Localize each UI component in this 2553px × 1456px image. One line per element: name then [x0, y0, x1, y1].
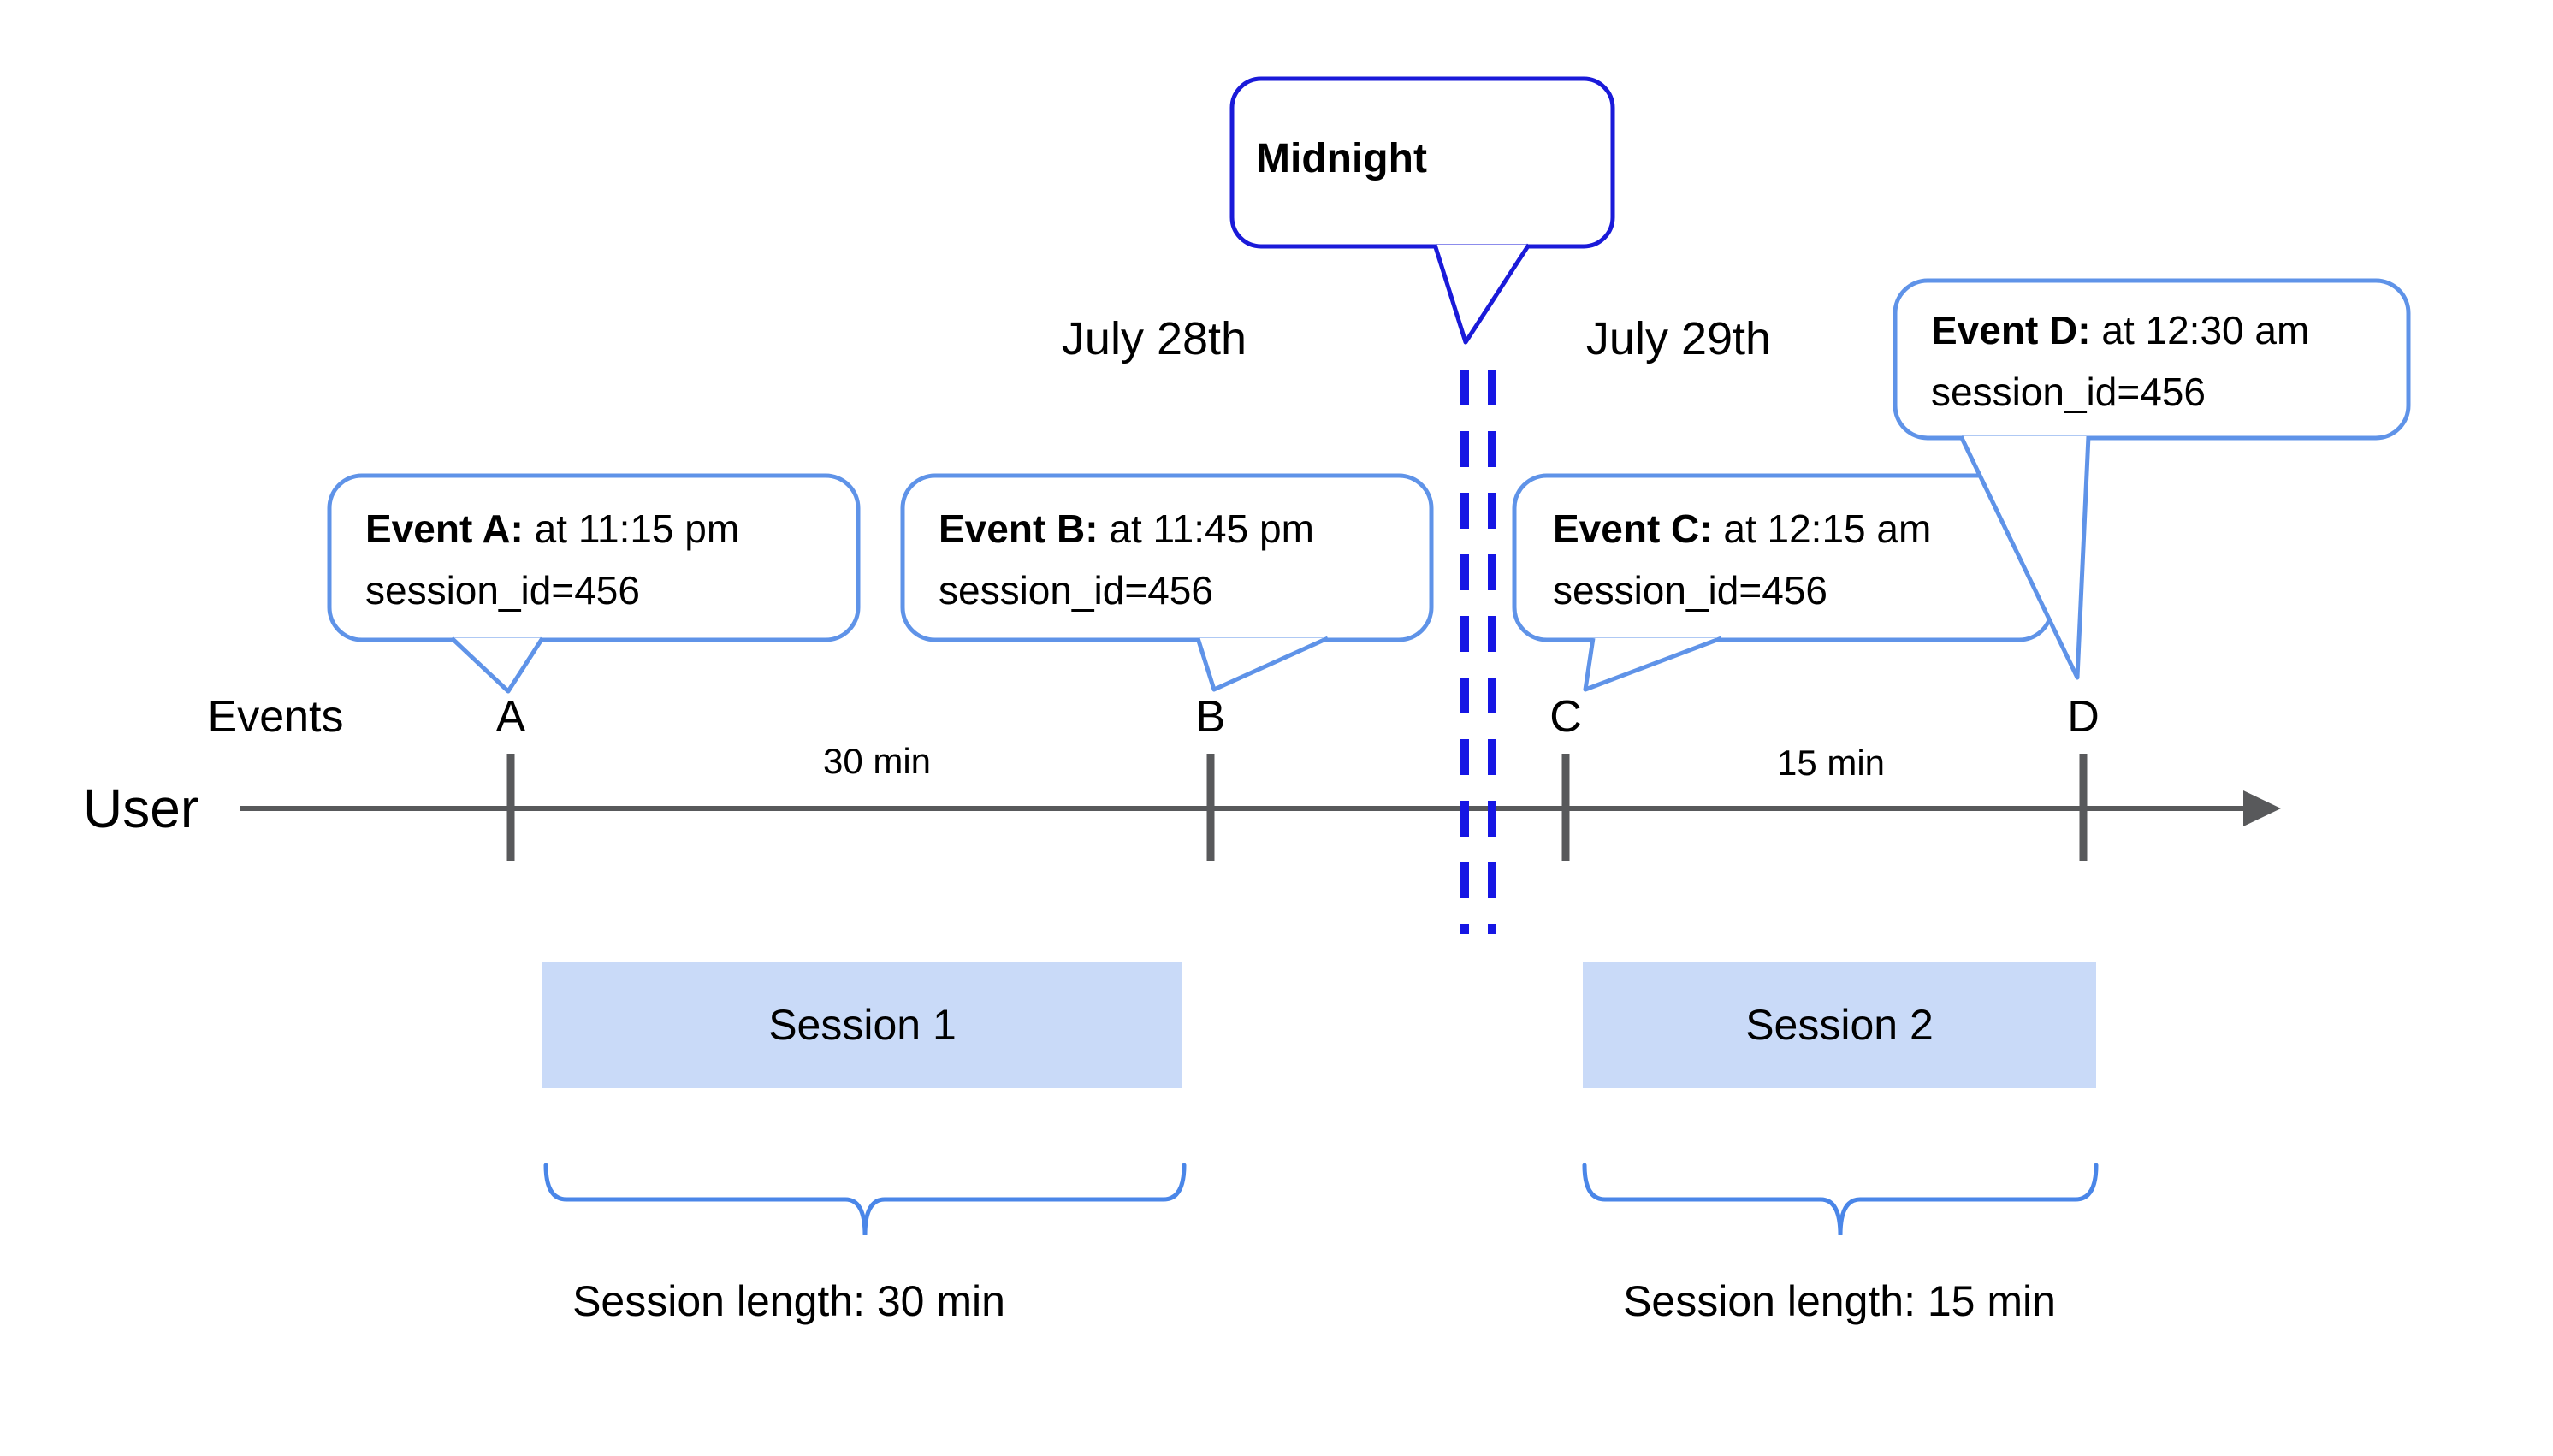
date-july-29: July 29th [1585, 313, 1772, 364]
event-a-time: at 11:15 pm [523, 506, 740, 551]
midnight-callout-tail [1432, 243, 1531, 345]
midnight-callout-bubble [1229, 76, 1615, 249]
event-d-callout-text: Event D: at 12:30 am session_id=456 [1931, 299, 2309, 423]
event-b-callout-bubble [900, 473, 1434, 642]
event-a-line1: Event A: at 11:15 pm [365, 498, 739, 559]
event-d-callout-tail [1958, 435, 2091, 680]
user-row-label: User [83, 778, 199, 839]
session-1-length-label: Session length: 30 min [572, 1277, 1005, 1325]
session-1-label: Session 1 [768, 1001, 957, 1049]
midnight-label: Midnight [1256, 136, 1427, 181]
event-letter-c: C [1549, 692, 1582, 742]
date-july-28: July 28th [1061, 313, 1247, 364]
event-d-time: at 12:30 am [2090, 308, 2310, 352]
events-row-label: Events [207, 692, 344, 742]
event-letter-d: D [2067, 692, 2100, 742]
event-c-line1: Event C: at 12:15 am [1553, 498, 1931, 559]
gap-label-30min: 30 min [822, 741, 932, 781]
session-1-brace [543, 1163, 1187, 1236]
event-b-line1: Event B: at 11:45 pm [939, 498, 1314, 559]
event-c-callout-text: Event C: at 12:15 am session_id=456 [1553, 498, 1931, 621]
event-letter-b: B [1195, 692, 1226, 742]
gap-label-15min: 15 min [1776, 743, 1886, 783]
event-b-session-id: session_id=456 [939, 568, 1213, 613]
session-1-box: Session 1 [542, 962, 1182, 1088]
event-d-title: Event D: [1931, 308, 2091, 352]
event-c-callout-tail [1583, 636, 1722, 692]
event-letter-a: A [495, 692, 526, 742]
session-2-box: Session 2 [1583, 962, 2096, 1088]
event-c-session-id: session_id=456 [1553, 568, 1827, 613]
event-a-callout-bubble [327, 473, 861, 642]
event-d-line1: Event D: at 12:30 am [1931, 299, 2309, 361]
event-a-session-id: session_id=456 [365, 568, 640, 613]
event-b-callout-text: Event B: at 11:45 pm session_id=456 [939, 498, 1314, 621]
event-b-time: at 11:45 pm [1098, 506, 1314, 551]
event-c-time: at 12:15 am [1712, 506, 1932, 551]
arrow-right-icon [2243, 790, 2281, 826]
session-2-label: Session 2 [1745, 1001, 1934, 1049]
event-a-title: Event A: [365, 506, 524, 551]
event-d-callout-bubble [1893, 278, 2411, 441]
session-2-brace [1582, 1163, 2099, 1236]
event-b-title: Event B: [939, 506, 1099, 551]
event-a-callout-tail [450, 636, 545, 694]
session-2-length-label: Session length: 15 min [1623, 1277, 2056, 1325]
event-a-callout-text: Event A: at 11:15 pm session_id=456 [365, 498, 739, 621]
event-b-callout-tail [1195, 636, 1330, 692]
event-d-session-id: session_id=456 [1931, 370, 2206, 414]
event-c-title: Event C: [1553, 506, 1713, 551]
